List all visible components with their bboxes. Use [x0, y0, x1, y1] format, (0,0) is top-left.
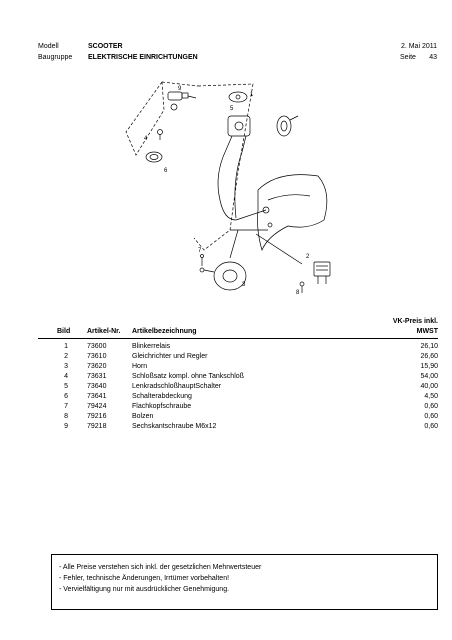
callout-label: 2 [306, 254, 310, 260]
row-artikel-nr: 73610 [87, 353, 107, 360]
row-bild: 4 [64, 373, 68, 380]
column-header-price-line2: MWST [416, 328, 438, 335]
row-bild: 9 [64, 423, 68, 430]
row-preis: 0,60 [424, 413, 438, 420]
row-artikel-nr: 73641 [87, 393, 107, 400]
column-header-bild: Bild [57, 328, 71, 335]
footer-notice-box: - Alle Preise verstehen sich inkl. der g… [51, 554, 438, 610]
row-bezeichnung: Schloßsatz kompl. ohne Tankschloß [132, 373, 244, 380]
flat-screw-part [200, 254, 204, 266]
blinker-relay-part [276, 115, 299, 137]
row-bezeichnung: Schalterabdeckung [132, 393, 192, 400]
row-preis: 40,00 [420, 383, 438, 390]
switch-cover-part [145, 151, 163, 163]
row-artikel-nr: 73631 [87, 373, 107, 380]
baugruppe-label: Baugruppe [38, 54, 73, 61]
document-date: 2. Mai 2011 [400, 43, 437, 50]
horn-part [199, 261, 247, 291]
footer-line: - Fehler, technische Änderungen, Irrtüme… [59, 575, 230, 582]
row-artikel-nr: 73620 [87, 363, 107, 370]
footer-line: - Alle Preise verstehen sich inkl. der g… [59, 564, 262, 571]
callout-label: 6 [164, 168, 168, 174]
column-header-price-line1: VK-Preis inkl. [392, 318, 438, 325]
table-row: 8 79216 Bolzen 0,60 [0, 412, 452, 422]
row-bild: 6 [64, 393, 68, 400]
footer-line: - Vervielfältigung nur mit ausdrückliche… [59, 586, 230, 593]
row-preis: 4,50 [424, 393, 438, 400]
table-row: 6 73641 Schalterabdeckung 4,50 [0, 392, 452, 402]
row-preis: 26,10 [420, 343, 438, 350]
row-bezeichnung: Blinkerrelais [132, 343, 171, 350]
table-row: 3 73620 Horn 15,90 [0, 362, 452, 372]
row-artikel-nr: 79218 [87, 423, 107, 430]
hex-screw-part [299, 281, 305, 293]
parts-diagram: 9 1 5 4 6 2 3 7 8 [125, 81, 331, 296]
row-preis: 15,90 [420, 363, 438, 370]
row-artikel-nr: 79424 [87, 403, 107, 410]
row-preis: 26,60 [420, 353, 438, 360]
row-bezeichnung: Bolzen [132, 413, 154, 420]
row-bezeichnung: Gleichrichter und Regler [132, 353, 208, 360]
callout-label: 4 [144, 136, 148, 142]
baugruppe-value: ELEKTRISCHE EINRICHTUNGEN [88, 54, 198, 61]
small-bolt-part [157, 129, 163, 140]
table-row: 4 73631 Schloßsatz kompl. ohne Tankschloß 5… [0, 372, 452, 382]
row-bild: 5 [64, 383, 68, 390]
table-row: 2 73610 Gleichrichter und Regler 26,60 [0, 352, 452, 362]
row-artikel-nr: 79216 [87, 413, 107, 420]
ignition-switch-part [217, 91, 251, 221]
table-row: 5 73640 LenkradschloßhauptSchalter 40,00 [0, 382, 452, 392]
column-header-bezeichnung: Artikelbezeichnung [132, 328, 197, 335]
row-preis: 54,00 [420, 373, 438, 380]
scooter-body-part [230, 174, 328, 252]
row-bezeichnung: Flachkopfschraube [132, 403, 192, 410]
header-divider [38, 338, 438, 339]
row-bild: 8 [64, 413, 68, 420]
modell-label: Modell [38, 43, 59, 50]
assembly-bracket [125, 81, 254, 251]
modell-value: SCOOTER [88, 43, 123, 50]
seite-value: 43 [429, 54, 437, 61]
row-artikel-nr: 73600 [87, 343, 107, 350]
callout-label: 5 [230, 106, 234, 112]
row-bezeichnung: LenkradschloßhauptSchalter [132, 383, 222, 390]
row-bezeichnung: Sechskantschraube M6x12 [132, 423, 217, 430]
row-bild: 2 [64, 353, 68, 360]
lock-set-part [167, 91, 197, 111]
row-artikel-nr: 73640 [87, 383, 107, 390]
row-preis: 0,60 [424, 403, 438, 410]
column-header-artikel-nr: Artikel-Nr. [87, 328, 121, 335]
table-row: 7 79424 Flachkopfschraube 0,60 [0, 402, 452, 412]
row-bild: 3 [64, 363, 68, 370]
row-bild: 7 [64, 403, 68, 410]
callout-label: 3 [242, 282, 246, 288]
row-preis: 0,60 [424, 423, 438, 430]
row-bezeichnung: Horn [132, 363, 148, 370]
callout-label: 1 [250, 92, 254, 98]
row-bild: 1 [64, 343, 68, 350]
callout-label: 7 [198, 248, 202, 254]
rectifier-regulator-part [313, 261, 331, 284]
callout-label: 8 [296, 290, 300, 296]
callout-label: 9 [178, 86, 182, 92]
seite-label: Seite [400, 54, 416, 61]
table-row: 1 73600 Blinkerrelais 26,10 [0, 342, 452, 352]
table-row: 9 79218 Sechskantschraube M6x12 0,60 [0, 422, 452, 432]
